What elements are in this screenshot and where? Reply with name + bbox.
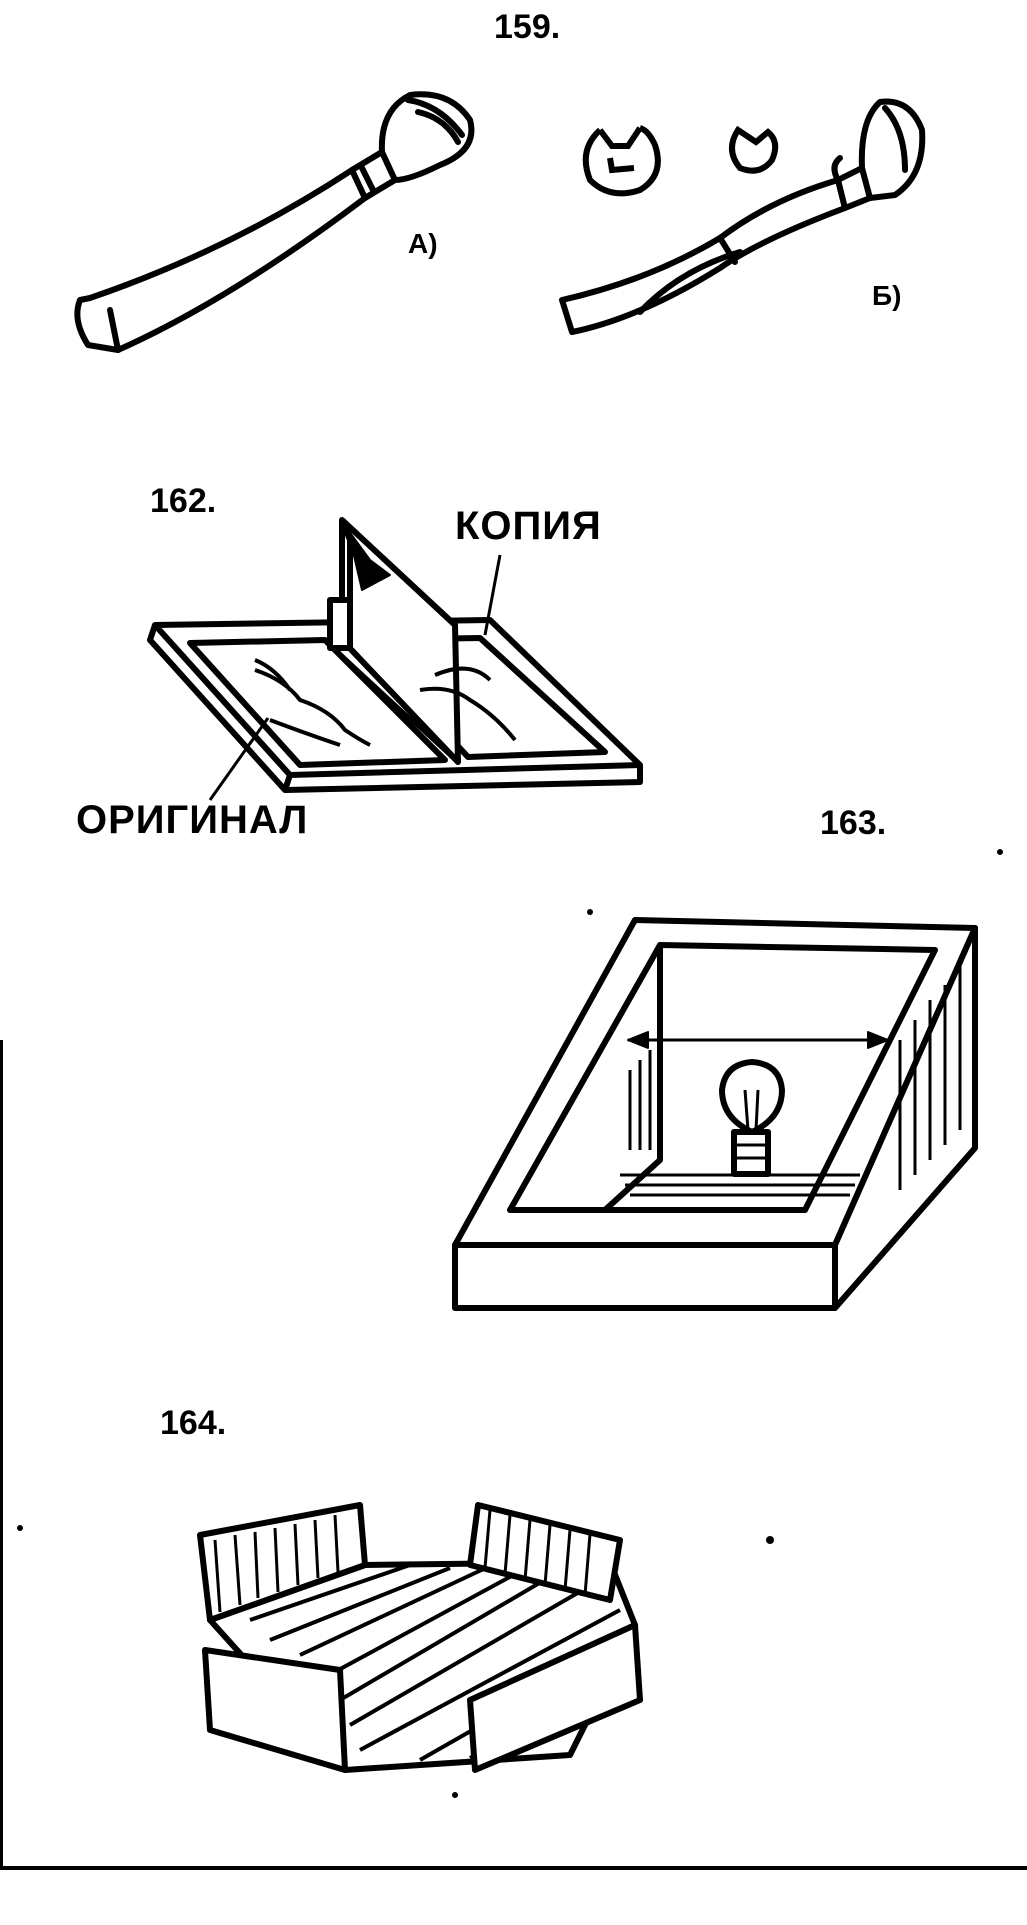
figure-163-number: 163. bbox=[820, 804, 887, 842]
speck-dot bbox=[587, 909, 593, 915]
figure-159-label-a: А) bbox=[408, 228, 438, 259]
speck-dot bbox=[452, 1792, 458, 1798]
figure-163-light-box-drawing bbox=[452, 917, 978, 1311]
figure-164-tray-drawing bbox=[197, 1502, 643, 1773]
speck-dot bbox=[17, 1525, 23, 1531]
figure-162-copy-device-drawing bbox=[147, 517, 643, 801]
figure-159a-tool-drawing bbox=[74, 91, 475, 353]
figure-159b-tool-drawing bbox=[559, 98, 926, 335]
figure-159-split-ring-small bbox=[729, 125, 779, 174]
page-frame-left bbox=[0, 1040, 3, 1870]
figure-162-number: 162. bbox=[150, 482, 217, 520]
figure-159-label-b: Б) bbox=[872, 280, 902, 311]
speck-dot bbox=[997, 849, 1003, 855]
figure-164-number: 164. bbox=[160, 1404, 227, 1442]
figure-162-original-label: ОРИГИНАЛ bbox=[76, 798, 309, 842]
figure-159-split-ring-large bbox=[582, 125, 661, 197]
speck-dot bbox=[766, 1536, 774, 1544]
figure-162-copy-label: КОПИЯ bbox=[455, 504, 602, 548]
figure-159-number: 159. bbox=[494, 8, 561, 46]
page-frame-bottom bbox=[0, 1866, 1027, 1870]
